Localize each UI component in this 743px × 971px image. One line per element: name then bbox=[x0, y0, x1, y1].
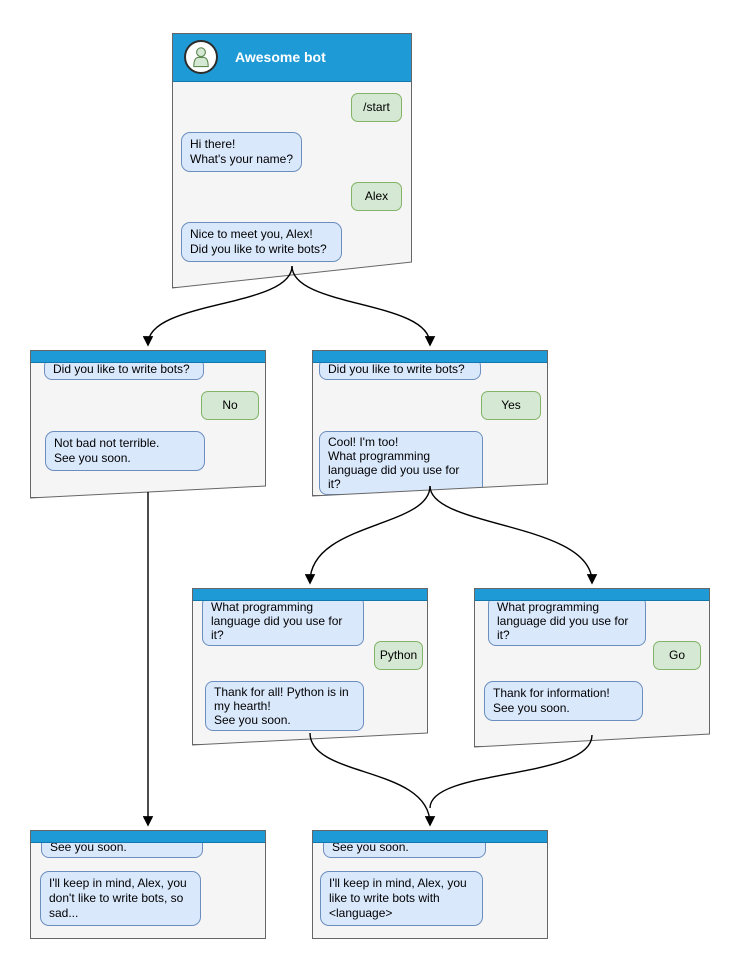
arrow-go-to-end bbox=[429, 734, 593, 809]
person-icon bbox=[193, 47, 209, 68]
window-titlebar bbox=[31, 351, 265, 363]
node-language-go[interactable]: What programming language did you use fo… bbox=[474, 588, 710, 747]
message-bot-reply: Thank for all! Python is in my hearth! S… bbox=[205, 681, 364, 731]
message-bot-reply: Cool! I'm too! What programming language… bbox=[319, 431, 483, 495]
window-titlebar bbox=[31, 831, 265, 843]
message-bot-final: I'll keep in mind, Alex, you like to wri… bbox=[320, 871, 483, 926]
node-end-no[interactable]: See you soon. I'll keep in mind, Alex, y… bbox=[30, 830, 266, 939]
message-bot-greeting: Hi there! What's your name? bbox=[181, 132, 302, 172]
window-titlebar bbox=[313, 831, 547, 843]
message-bot-final: I'll keep in mind, Alex, you don't like … bbox=[40, 871, 201, 926]
message-bot-question: What programming language did you use fo… bbox=[488, 596, 646, 646]
arrow-python-to-end bbox=[309, 732, 436, 827]
window-titlebar bbox=[313, 351, 547, 363]
message-user-python: Python bbox=[374, 641, 423, 670]
message-bot-question: Nice to meet you, Alex! Did you like to … bbox=[181, 222, 342, 262]
bot-name-title: Awesome bot bbox=[235, 49, 326, 65]
arrow-yes-to-go bbox=[429, 485, 598, 585]
message-user-name: Alex bbox=[351, 182, 402, 211]
message-user-go: Go bbox=[653, 641, 701, 670]
message-user-yes: Yes bbox=[481, 391, 541, 420]
node-answer-yes[interactable]: Did you like to write bots? Yes Cool! I'… bbox=[312, 350, 548, 496]
node-root-chat-window[interactable]: Awesome bot /start Hi there! What's your… bbox=[172, 33, 412, 288]
node-end-yes[interactable]: See you soon. I'll keep in mind, Alex, y… bbox=[312, 830, 548, 939]
window-titlebar bbox=[193, 589, 427, 601]
message-bot-reply: Not bad not terrible. See you soon. bbox=[45, 431, 205, 471]
arrow-root-to-yes bbox=[291, 265, 436, 347]
window-titlebar bbox=[475, 589, 709, 601]
node-answer-no[interactable]: Did you like to write bots? No Not bad n… bbox=[30, 350, 266, 498]
node-language-python[interactable]: What programming language did you use fo… bbox=[192, 588, 428, 745]
message-bot-reply: Thank for information! See you soon. bbox=[484, 681, 643, 721]
message-user-no: No bbox=[201, 391, 259, 420]
message-bot-question: What programming language did you use fo… bbox=[202, 596, 364, 646]
bot-avatar-icon bbox=[184, 40, 218, 74]
chat-header: Awesome bot bbox=[173, 34, 411, 82]
message-bot-question: Did you like to write bots? bbox=[44, 358, 204, 380]
arrow-yes-to-python bbox=[304, 485, 431, 585]
message-user-start: /start bbox=[351, 93, 402, 122]
